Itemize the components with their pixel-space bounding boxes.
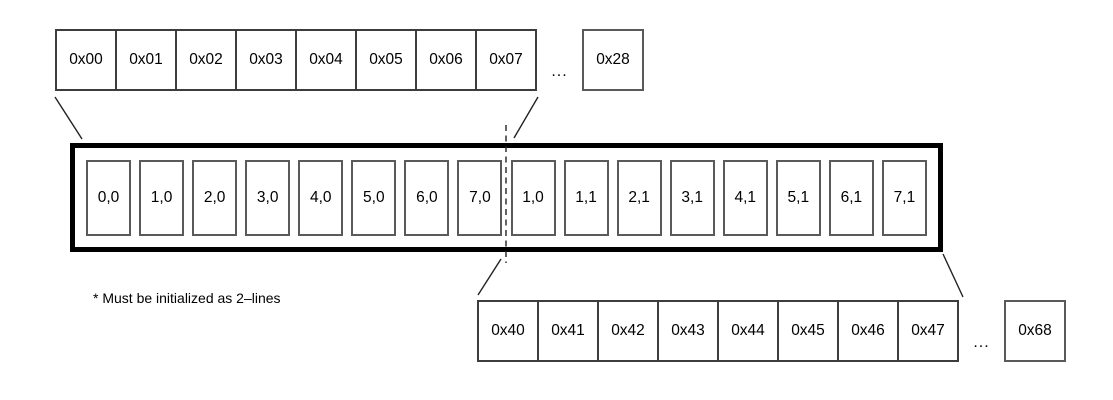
connector-bottom-right-line <box>942 253 964 298</box>
bottom-ellipsis: ... <box>973 334 990 351</box>
address-cell: 0x40 <box>477 300 539 362</box>
address-cell: 0x46 <box>837 300 899 362</box>
buffer-cell: 1,0 <box>139 159 185 236</box>
buffer-cell: 2,1 <box>616 159 662 236</box>
address-cell: 0x47 <box>897 300 959 362</box>
address-cell: 0x44 <box>717 300 779 362</box>
buffer-cell: 5,1 <box>775 159 821 236</box>
connector-bottom-left-line <box>477 258 502 296</box>
buffer-cell: 4,0 <box>298 159 344 236</box>
top-overflow-address-cell: 0x28 <box>582 29 644 91</box>
buffer-cell: 6,0 <box>404 159 450 236</box>
buffer-cell: 1,1 <box>563 159 609 236</box>
address-cell: 0x00 <box>55 29 117 91</box>
connector-top-left-line <box>54 96 83 140</box>
address-cell: 0x06 <box>415 29 477 91</box>
footnote-text: * Must be initialized as 2–lines <box>93 290 281 306</box>
address-cell: 0x04 <box>295 29 357 91</box>
address-cell: 0x02 <box>175 29 237 91</box>
buffer-cell: 3,1 <box>669 159 715 236</box>
bottom-overflow-address-cell: 0x68 <box>1004 300 1066 362</box>
address-cell: 0x03 <box>235 29 297 91</box>
buffer-cell: 6,1 <box>828 159 874 236</box>
address-cell: 0x41 <box>537 300 599 362</box>
address-cell: 0x42 <box>597 300 659 362</box>
buffer-cell: 2,0 <box>192 159 238 236</box>
address-cell: 0x01 <box>115 29 177 91</box>
buffer-cell: 5,0 <box>351 159 397 236</box>
address-cell: 0x43 <box>657 300 719 362</box>
buffer-cell: 3,0 <box>245 159 291 236</box>
buffer-cell: 4,1 <box>722 159 768 236</box>
buffer-cell: 0,0 <box>86 159 131 236</box>
address-cell: 0x07 <box>475 29 537 91</box>
connector-top-right-line <box>513 96 539 139</box>
buffer-cell: 7,0 <box>457 159 503 236</box>
buffer-cell: 7,1 <box>881 159 927 236</box>
address-cell: 0x45 <box>777 300 839 362</box>
top-ellipsis: ... <box>551 63 568 80</box>
buffer-cell: 1,0 <box>510 159 556 236</box>
address-cell: 0x05 <box>355 29 417 91</box>
